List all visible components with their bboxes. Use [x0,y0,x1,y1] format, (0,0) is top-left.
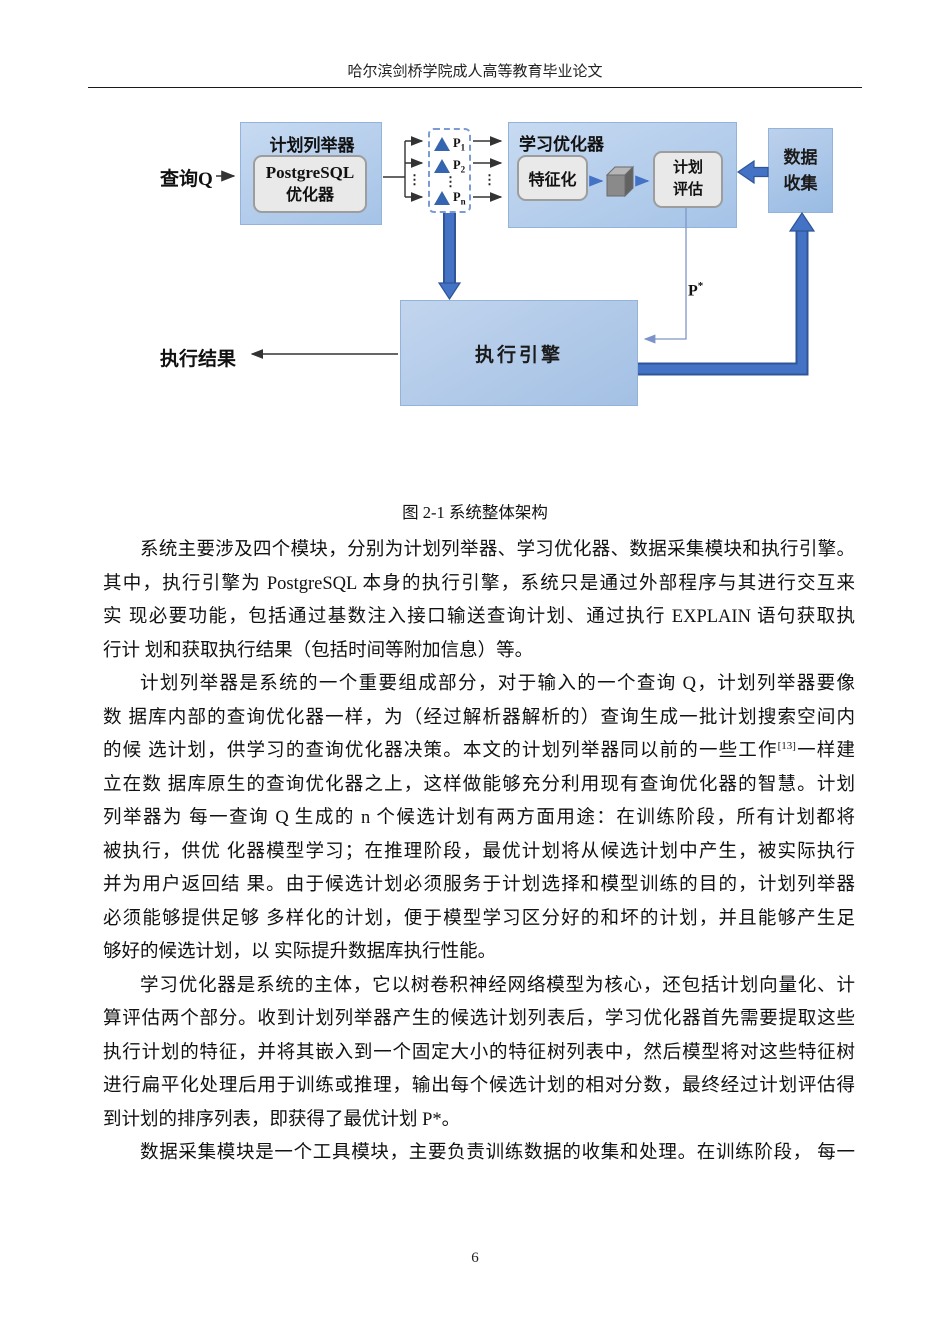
page-header-title: 哈尔滨剑桥学院成人高等教育毕业论文 [347,64,603,80]
body-line: 到计划的排序列表，即获得了最优计划 P*。 [103,1109,461,1130]
execution-engine-box: 执行引擎 [400,300,638,406]
plan-triangle-icon [434,191,450,205]
body-line: 执行计划的特征，并将其嵌入到一个固定大小的特征树列表中，然后模型将对这些特征树 [103,1042,855,1063]
page-number: 6 [471,1250,479,1266]
body-line: 列举器为 每一查询 Q 生成的 n 个候选计划有两方面用途：在训练阶段，所有计划… [103,808,855,828]
body-line: 立在数 据库原生的查询优化器之上，这样做能够充分利用现有查询优化器的智慧。计划 [103,774,855,795]
ellipsis-dots: ⋮ [444,174,457,189]
body-line: 被执行，供优 化器模型学习；在推理阶段，最优计划将从候选计划中产生，被实际执行 [103,841,855,862]
execution-engine-label: 执行引擎 [474,344,563,366]
thick-arrow-plans-to-engine [437,213,462,301]
plan-evaluation-box: 计划 评估 [653,151,723,208]
arrows-plans-to-optimizer [473,136,503,202]
thick-feedback-engine-to-collection [638,211,816,376]
learned-optimizer-title: 学习优化器 [519,135,604,154]
data-collection-line1: 数据 [783,148,818,167]
branch-lines-enumerator-to-plans [383,136,424,202]
postgresql-optimizer-box: PostgreSQL 优化器 [253,155,367,213]
query-label: 查询Q [160,169,213,190]
body-line: 够好的候选计划，以 实际提升数据库执行性能。 [103,942,497,962]
candidate-plans-box: P1 P2 ⋮ Pn [428,128,471,213]
body-line: 其中，执行引擎为 PostgreSQL 本身的执行引擎，系统只是通过外部程序与其… [103,573,855,594]
figure-caption: 图 2-1 系统整体架构 [402,503,548,522]
body-line: 的候 选计划，供学习的查询优化器决策。本文的计划列举器同以前的一些工作[13]一… [103,739,855,761]
execution-result-label: 执行结果 [160,349,237,370]
body-line: 实 现必要功能，包括通过基数注入接口输送查询计划、通过执行 EXPLAIN 语句… [103,607,855,627]
ellipsis-dots: ⋮ [408,172,421,187]
body-line: 必须能够提供足够 多样化的计划，便于模型学习区分好的和坏的计划，并且能够产生足 [103,908,855,929]
plan-label-p1: P1 [453,136,466,153]
data-collection-line2: 收集 [783,173,818,193]
thick-arrow-collection-to-optimizer [736,159,769,185]
body-line: 计划列举器是系统的一个重要组成部分，对于输入的一个查询 Q，计划列举器要像 [140,674,855,694]
plan-evaluation-line2: 评估 [672,181,703,198]
postgresql-optimizer-line2: 优化器 [285,186,334,204]
body-line: 算评估两个部分。收到计划列举器产生的候选计划列表后，学习优化器首先需要提取这些 [103,1009,855,1029]
postgresql-optimizer-line1: PostgreSQL [265,162,355,182]
plan-triangle-icon [434,159,450,173]
plan-evaluation-line1: 计划 [672,159,703,176]
best-plan-label: P* [688,280,704,300]
body-line: 系统主要涉及四个模块，分别为计划列举器、学习优化器、数据采集模块和执行引擎。 [140,540,855,560]
body-line: 数 据库内部的查询优化器一样，为（经过解析器解析的）查询生成一批计划搜索空间内 [103,707,855,728]
featurization-box: 特征化 [517,155,588,201]
body-line: 学习优化器是系统的主体，它以树卷积神经网络模型为核心，还包括计划向量化、计 [140,975,855,996]
featurization-label: 特征化 [528,172,577,189]
header-divider [88,87,862,88]
data-collection-box: 数据 收集 [768,128,833,213]
model-cube-icon [605,165,635,202]
plan-label-pn: Pn [453,190,466,207]
plan-triangle-icon [434,137,450,151]
body-line: 并为用户返回结 果。由于候选计划必须服务于计划选择和模型训练的目的，计划列举器 [103,875,855,895]
plan-label-p2: P2 [453,158,466,175]
body-line: 数据采集模块是一个工具模块，主要负责训练数据的收集和处理。在训练阶段， 每一 [140,1143,855,1163]
body-line: 行计 划和获取执行结果（包括时间等附加信息）等。 [103,640,534,661]
plan-enumerator-title: 计划列举器 [269,136,355,155]
ellipsis-dots: ⋮ [483,172,496,187]
body-line: 进行扁平化处理后用于训练或推理，输出每个候选计划的相对分数，最终经过计划评估得 [103,1076,855,1096]
body-text: 系统主要涉及四个模块，分别为计划列举器、学习优化器、数据采集模块和执行引擎。其中… [103,534,855,1171]
